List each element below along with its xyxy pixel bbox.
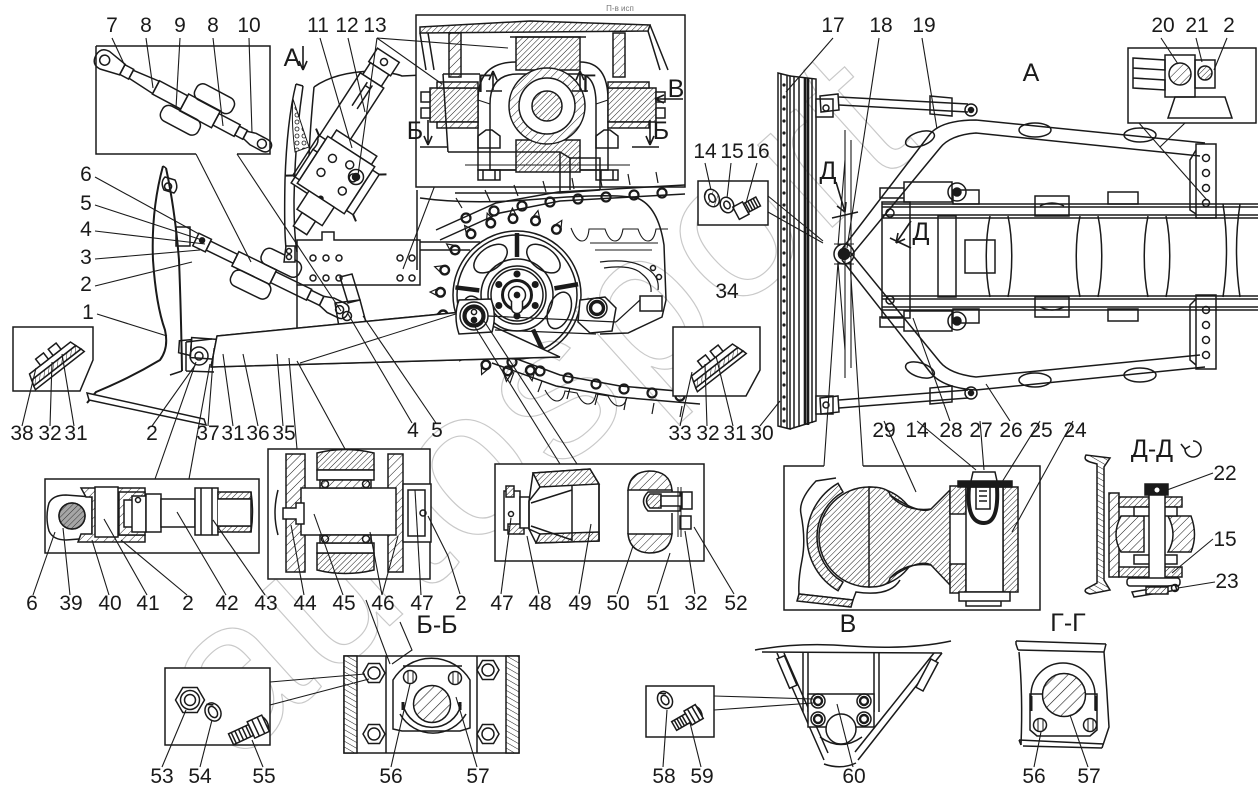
svg-text:2: 2 (182, 592, 194, 615)
svg-text:31: 31 (723, 422, 746, 445)
svg-text:46: 46 (371, 592, 394, 615)
svg-text:Г: Г (477, 70, 491, 98)
svg-text:7: 7 (106, 14, 118, 37)
svg-text:49: 49 (568, 592, 591, 615)
svg-text:15: 15 (1213, 528, 1236, 551)
svg-text:32: 32 (696, 422, 719, 445)
svg-text:35: 35 (272, 422, 295, 445)
svg-text:15: 15 (720, 140, 743, 163)
svg-text:13: 13 (363, 14, 386, 37)
svg-text:57: 57 (1077, 765, 1100, 788)
svg-text:41: 41 (136, 592, 159, 615)
svg-text:Д-Д: Д-Д (1131, 435, 1173, 463)
svg-text:30: 30 (750, 422, 773, 445)
svg-text:А: А (284, 44, 301, 72)
svg-text:6: 6 (80, 163, 92, 186)
svg-text:16: 16 (746, 140, 769, 163)
svg-text:56: 56 (379, 765, 402, 788)
svg-text:Б: Б (653, 117, 669, 145)
svg-text:В: В (668, 75, 685, 103)
svg-text:12: 12 (335, 14, 358, 37)
svg-text:2: 2 (1223, 14, 1235, 37)
svg-text:3: 3 (80, 246, 92, 269)
svg-text:38: 38 (10, 422, 33, 445)
svg-text:В: В (840, 610, 857, 638)
svg-text:2: 2 (146, 422, 158, 445)
svg-text:20: 20 (1151, 14, 1174, 37)
svg-text:47: 47 (490, 592, 513, 615)
svg-text:21: 21 (1185, 14, 1208, 37)
svg-text:2: 2 (80, 273, 92, 296)
svg-text:27: 27 (969, 419, 992, 442)
svg-text:25: 25 (1029, 419, 1052, 442)
svg-text:Г-Г: Г-Г (1050, 609, 1086, 637)
svg-text:29: 29 (872, 419, 895, 442)
svg-text:43: 43 (254, 592, 277, 615)
svg-text:11: 11 (307, 14, 329, 37)
svg-text:6: 6 (26, 592, 38, 615)
svg-text:8: 8 (207, 14, 219, 37)
svg-text:Б-Б: Б-Б (416, 611, 457, 639)
svg-text:14: 14 (905, 419, 929, 442)
svg-text:45: 45 (332, 592, 355, 615)
svg-text:33: 33 (668, 422, 691, 445)
svg-text:52: 52 (724, 592, 747, 615)
svg-text:32: 32 (684, 592, 707, 615)
svg-text:39: 39 (59, 592, 82, 615)
svg-text:53: 53 (150, 765, 173, 788)
svg-text:5: 5 (80, 192, 92, 215)
svg-text:9: 9 (174, 14, 186, 37)
svg-text:Д: Д (913, 218, 930, 246)
svg-text:51: 51 (646, 592, 669, 615)
svg-text:Б: Б (407, 117, 423, 145)
svg-text:26: 26 (999, 419, 1022, 442)
svg-text:58: 58 (652, 765, 675, 788)
svg-text:54: 54 (188, 765, 212, 788)
svg-text:40: 40 (98, 592, 121, 615)
svg-text:23: 23 (1215, 570, 1238, 593)
svg-text:31: 31 (221, 422, 244, 445)
svg-text:14: 14 (693, 140, 717, 163)
svg-text:4: 4 (407, 419, 419, 442)
svg-text:1: 1 (82, 301, 94, 324)
svg-text:22: 22 (1213, 462, 1236, 485)
svg-text:8: 8 (140, 14, 152, 37)
svg-text:50: 50 (606, 592, 629, 615)
svg-text:17: 17 (821, 14, 844, 37)
svg-text:5: 5 (431, 419, 443, 442)
svg-text:55: 55 (252, 765, 275, 788)
svg-text:Д: Д (820, 157, 837, 185)
svg-text:28: 28 (939, 419, 962, 442)
svg-text:4: 4 (80, 218, 92, 241)
svg-text:44: 44 (293, 592, 317, 615)
svg-text:31: 31 (64, 422, 87, 445)
svg-text:П-в исп: П-в исп (606, 4, 634, 13)
svg-text:А: А (1023, 59, 1040, 87)
svg-text:48: 48 (528, 592, 551, 615)
svg-text:37: 37 (196, 422, 219, 445)
svg-text:36: 36 (246, 422, 269, 445)
svg-text:42: 42 (215, 592, 238, 615)
svg-text:57: 57 (466, 765, 489, 788)
svg-text:59: 59 (690, 765, 713, 788)
svg-text:19: 19 (912, 14, 935, 37)
svg-text:32: 32 (38, 422, 61, 445)
svg-text:60: 60 (842, 765, 865, 788)
svg-text:2: 2 (455, 592, 467, 615)
svg-text:18: 18 (869, 14, 892, 37)
svg-text:Г: Г (582, 70, 596, 98)
svg-text:34: 34 (715, 280, 739, 303)
svg-text:24: 24 (1063, 419, 1087, 442)
svg-text:10: 10 (237, 14, 260, 37)
svg-text:56: 56 (1022, 765, 1045, 788)
svg-text:47: 47 (410, 592, 433, 615)
